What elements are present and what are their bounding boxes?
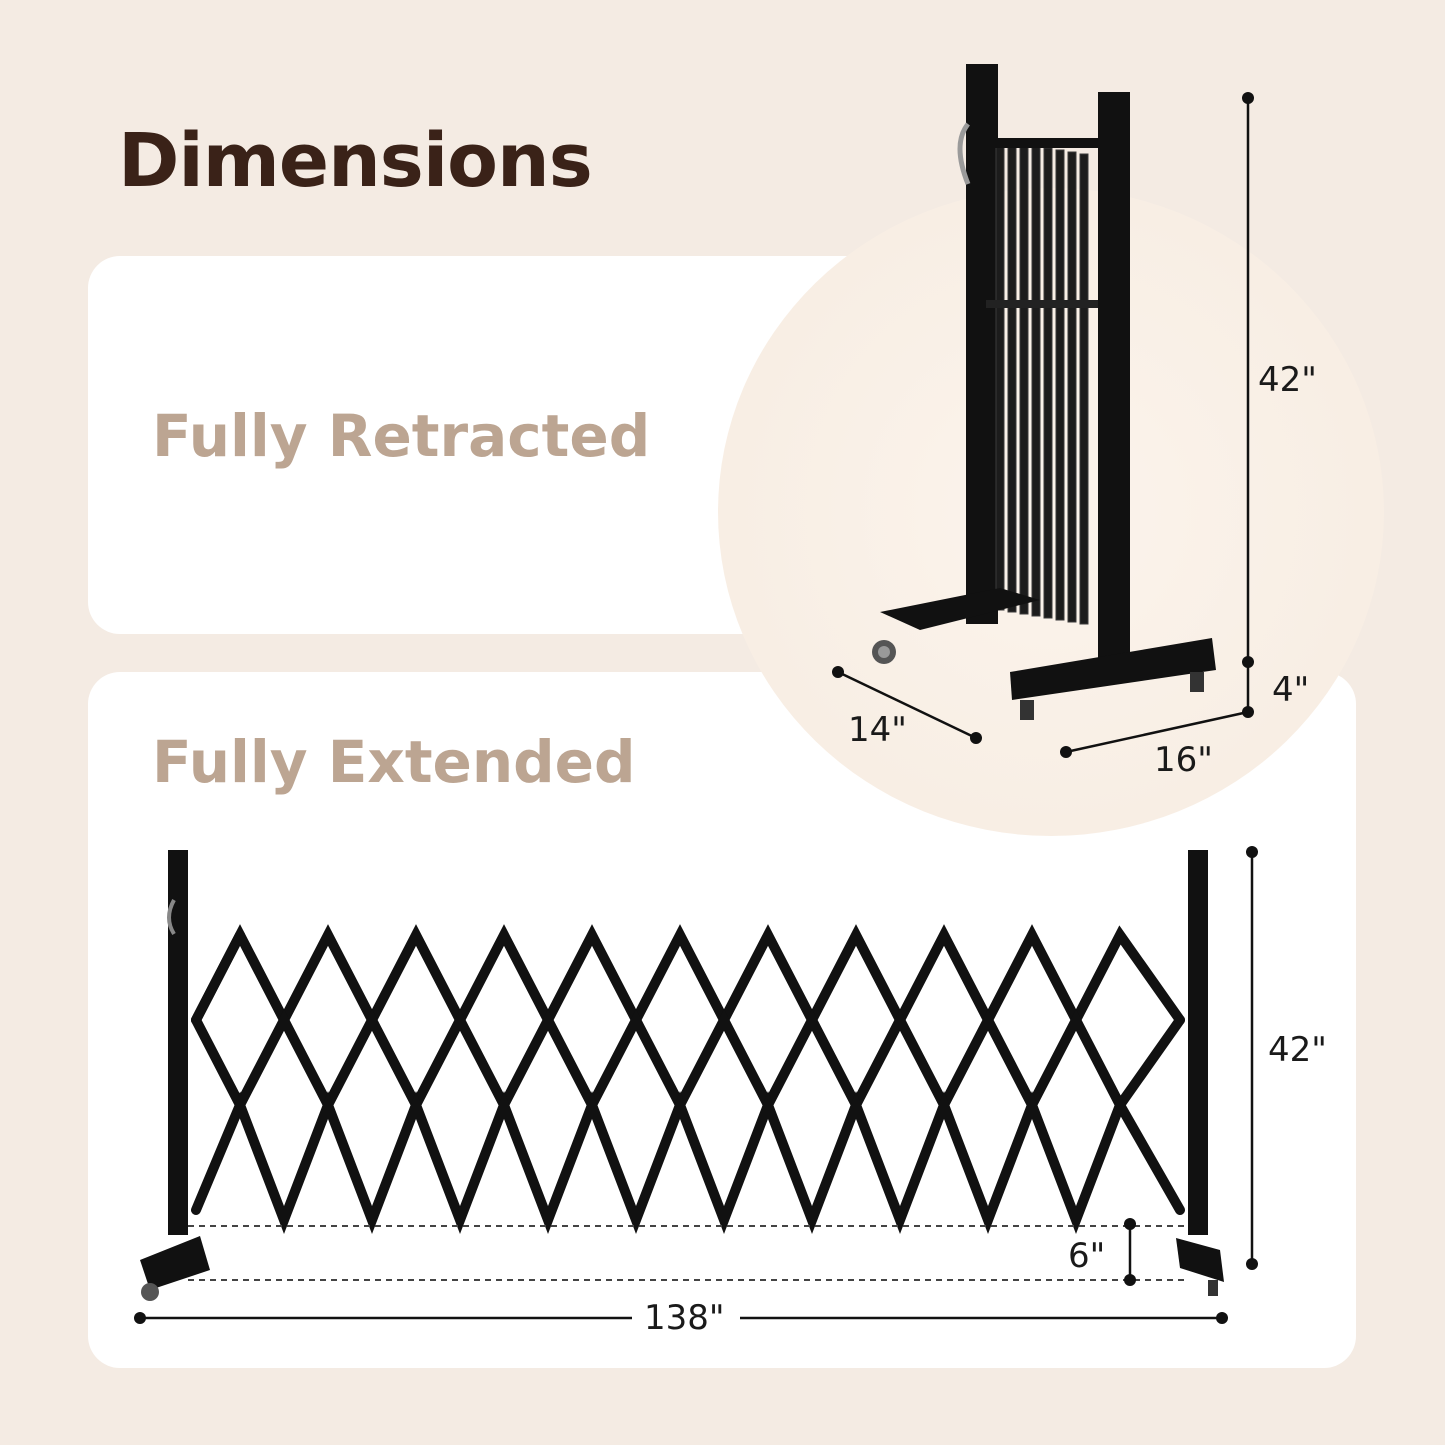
retracted-width-label: 16" <box>1154 740 1213 780</box>
extended-height-label: 42" <box>1268 1030 1327 1070</box>
extended-clearance-label: 6" <box>1068 1236 1106 1276</box>
extended-label: Fully Extended <box>152 728 636 796</box>
retracted-label: Fully Retracted <box>152 402 651 470</box>
retracted-height-label: 42" <box>1258 360 1317 400</box>
extended-length-label: 138" <box>644 1298 725 1338</box>
page-title: Dimensions <box>118 118 593 204</box>
retracted-base-height-label: 4" <box>1272 670 1310 710</box>
retracted-depth-label: 14" <box>848 710 907 750</box>
